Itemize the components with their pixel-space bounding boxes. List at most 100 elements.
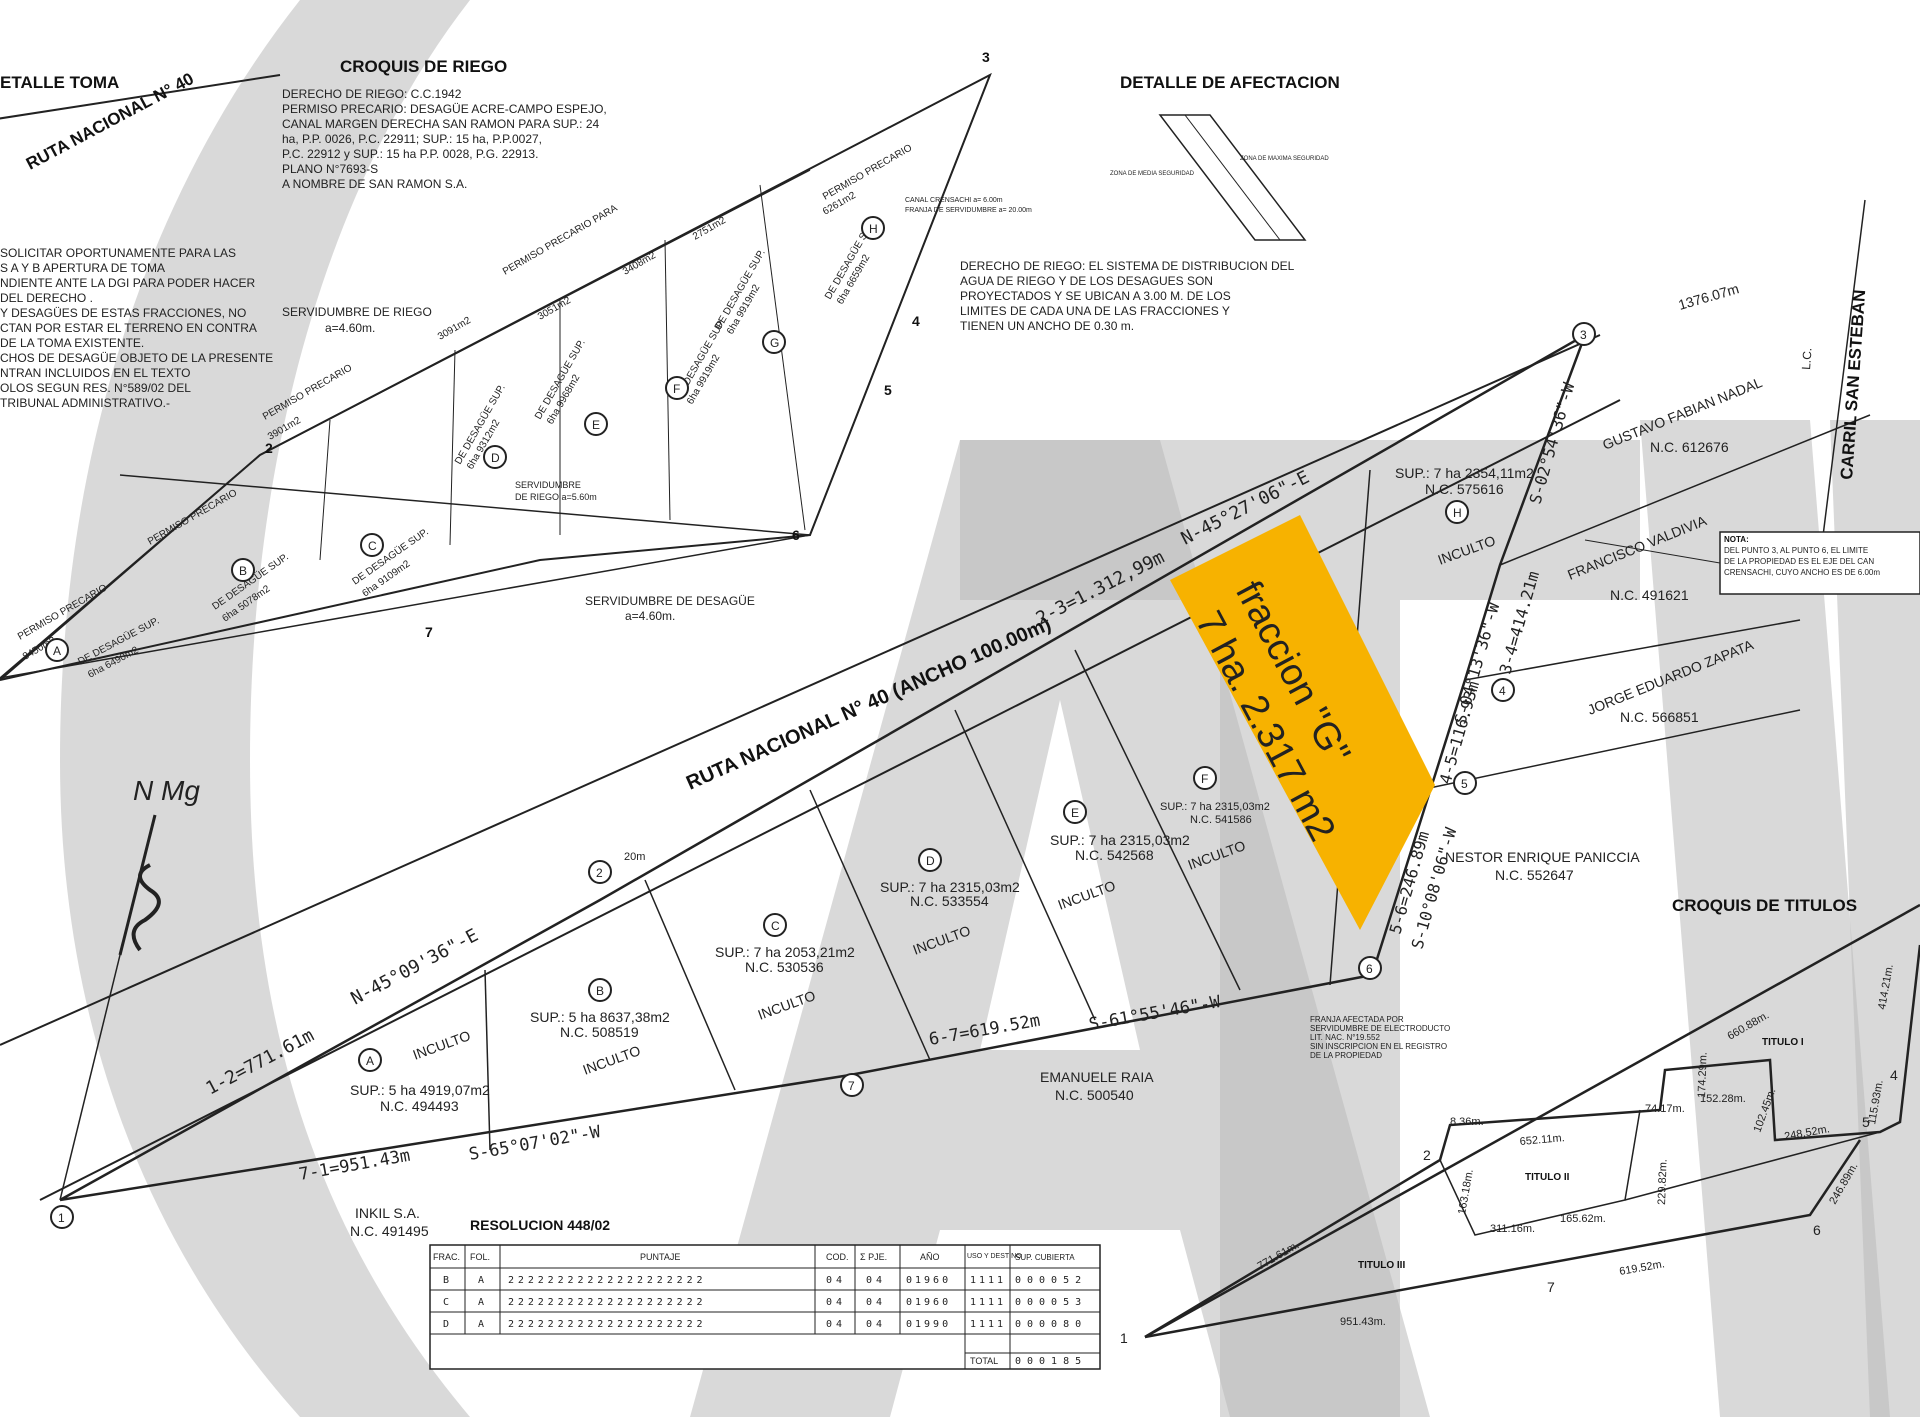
resolution-table <box>429 1244 1101 1370</box>
ruta-band <box>0 334 1621 1201</box>
left-note-9: OLOS SEGUN RES. N°589/02 DEL <box>0 381 191 395</box>
tit-d-10: 152.28m. <box>1700 1093 1746 1105</box>
riego-frac-a-letter: A <box>53 644 61 658</box>
nota-2: DE LA PROPIEDAD ES EL EJE DEL CAN <box>1724 557 1874 566</box>
left-note-1: S A Y B APERTURA DE TOMA <box>0 261 165 275</box>
owner-raia: EMANUELE RAIA <box>1040 1069 1154 1085</box>
tit-pt-6: 6 <box>1813 1222 1821 1238</box>
th-pje: Σ PJE. <box>860 1252 887 1262</box>
tr2-frac: D <box>443 1319 449 1330</box>
derecho-note-2: PROYECTADOS Y SE UBICAN A 3.00 M. DE LOS <box>960 289 1231 303</box>
point-7: 7 <box>848 1079 855 1093</box>
tit-d-2: 619.52m. <box>1618 1258 1665 1278</box>
frac-f-letter: F <box>1201 772 1208 786</box>
th-frac: FRAC. <box>433 1252 460 1262</box>
riego-frac-c-letter: C <box>368 539 377 553</box>
left-note-2: NDIENTE ANTE LA DGI PARA PODER HACER <box>0 276 256 290</box>
franja-0: FRANJA AFECTADA POR <box>1310 1015 1404 1024</box>
table-text: FRAC. FOL. PUNTAJE COD. Σ PJE. AÑO USO Y… <box>433 1252 1087 1367</box>
th-cod: COD. <box>826 1252 849 1262</box>
tit-d-3: 652.11m. <box>1519 1132 1565 1148</box>
serv-desague: SERVIDUMBRE DE DESAGÜE <box>585 594 755 608</box>
tr0-puntaje: 22222222222222222222 <box>508 1275 706 1286</box>
frac-c-sup: SUP.: 7 ha 2053,21m2 <box>715 944 855 960</box>
tr2-pje: 04 <box>866 1319 886 1330</box>
franja-2: LIT. NAC. N°19.552 <box>1310 1033 1380 1042</box>
croquis-titulos <box>1144 903 1920 1339</box>
frac-c-letter: C <box>771 919 780 933</box>
permiso-area-2: 3091m2 <box>436 315 473 343</box>
riego-small-0: CANAL CRENSACHI a= 6.00m <box>905 197 1003 204</box>
serv-riego: SERVIDUMBRE DE RIEGO <box>282 305 432 319</box>
left-note-6: DE LA TOMA EXISTENTE. <box>0 336 144 350</box>
frac-a-nc: N.C. 494493 <box>380 1098 459 1114</box>
frac-a-estado: INCULTO <box>411 1027 473 1063</box>
frac-h-sup: SUP.: 7 ha 2354,11m2 <box>1395 465 1534 481</box>
tit-pt-7: 7 <box>1547 1279 1555 1295</box>
frac-a-letter: A <box>366 1054 374 1068</box>
watermark <box>60 0 1920 1417</box>
nota-box <box>1584 531 1920 595</box>
tit-pt-1: 1 <box>1120 1330 1128 1346</box>
derecho-note-4: TIENEN UN ANCHO DE 0.30 m. <box>960 319 1134 333</box>
th-anio: AÑO <box>920 1252 940 1262</box>
th-sup: SUP. CUBIERTA <box>1015 1253 1075 1262</box>
point-2: 2 <box>596 866 603 880</box>
permiso-4: PERMISO PRECARIO <box>821 142 914 202</box>
riego-note-1: PERMISO PRECARIO: DESAGÜE ACRE-CAMPO ESP… <box>282 102 607 116</box>
franja-4: DE LA PROPIEDAD <box>1310 1051 1382 1060</box>
tr0-cod: 04 <box>826 1275 846 1286</box>
tr2-fol: A <box>478 1319 484 1330</box>
riego-frac-d-letter: D <box>491 451 500 465</box>
frac-e-nc: N.C. 542568 <box>1075 847 1154 863</box>
tr0-anio: 01960 <box>906 1275 951 1286</box>
th-fol: FOL. <box>470 1252 490 1262</box>
frac-e-letter: E <box>1071 806 1079 820</box>
owner-raia-nc: N.C. 500540 <box>1055 1087 1134 1103</box>
riego-note-2: CANAL MARGEN DERECHA SAN RAMON PARA SUP.… <box>282 117 600 131</box>
tr1-fol: A <box>478 1297 484 1308</box>
tr2-puntaje: 22222222222222222222 <box>508 1319 706 1330</box>
frac-h-letter: H <box>1453 506 1462 520</box>
owner-zapata-nc: N.C. 566851 <box>1620 709 1699 725</box>
point-5: 5 <box>1461 777 1468 791</box>
owner-nadal-nc: N.C. 612676 <box>1650 439 1729 455</box>
serv-desague-w: a=4.60m. <box>625 609 675 623</box>
riego-note-6: A NOMBRE DE SAN RAMON S.A. <box>282 177 467 191</box>
th-puntaje: PUNTAJE <box>640 1252 680 1262</box>
tr0-sup: 000052 <box>1015 1275 1087 1286</box>
owner-paniccia-nc: N.C. 552647 <box>1495 867 1574 883</box>
riego-frac-e-letter: E <box>592 418 600 432</box>
tr1-frac: C <box>443 1297 449 1308</box>
left-note-3: DEL DERECHO . <box>0 291 93 305</box>
frac-d-nc: N.C. 533554 <box>910 893 989 909</box>
riego-note-3: ha, P.P. 0026, P.C. 22911; SUP.: 15 ha, … <box>282 132 542 146</box>
permiso-3: PERMISO PRECARIO PARA <box>501 203 620 278</box>
point-markers: 1 2 3 4 5 6 7 A B C D E F G H 2 3 4 5 6 … <box>45 49 1596 1229</box>
riego-frac-h-letter: H <box>869 222 878 236</box>
tit-pt-4: 4 <box>1890 1067 1898 1083</box>
tr1-puntaje: 22222222222222222222 <box>508 1297 706 1308</box>
tit-d-8: 229.82m. <box>1656 1159 1670 1205</box>
nota-0: NOTA: <box>1724 535 1749 544</box>
franja-1: SERVIDUMBRE DE ELECTRODUCTO <box>1310 1024 1450 1033</box>
tr1-uso: 1111 <box>970 1297 1006 1308</box>
title-detalle-toma: ETALLE TOMA <box>0 73 119 92</box>
frac-a-sup: SUP.: 5 ha 4919,07m2 <box>350 1082 490 1098</box>
detalle-afectacion <box>1158 114 1307 241</box>
titulo-i: TITULO I <box>1762 1037 1804 1048</box>
frac-f-sup: SUP.: 7 ha 2315,03m2 <box>1160 801 1270 813</box>
title-croquis-titulos: CROQUIS DE TITULOS <box>1672 896 1857 915</box>
side-71: 7-1=951.43m <box>297 1146 411 1185</box>
tit-d-1: 951.43m. <box>1340 1316 1386 1328</box>
table-total-label: TOTAL <box>970 1356 998 1366</box>
frac-b-nc: N.C. 508519 <box>560 1024 639 1040</box>
bearing-71: S-65°07'02"-W <box>467 1122 602 1165</box>
owner-inkil-nc: N.C. 491495 <box>350 1223 429 1239</box>
tit-d-11: 174.29m. <box>1696 1052 1710 1098</box>
bearing-45: S-04°13'36"-W <box>1451 600 1504 726</box>
bearing-12: N-45°09'36"-E <box>347 925 481 1010</box>
croquis-riego <box>0 72 992 681</box>
tit-pt-5: 5 <box>1862 1114 1870 1130</box>
